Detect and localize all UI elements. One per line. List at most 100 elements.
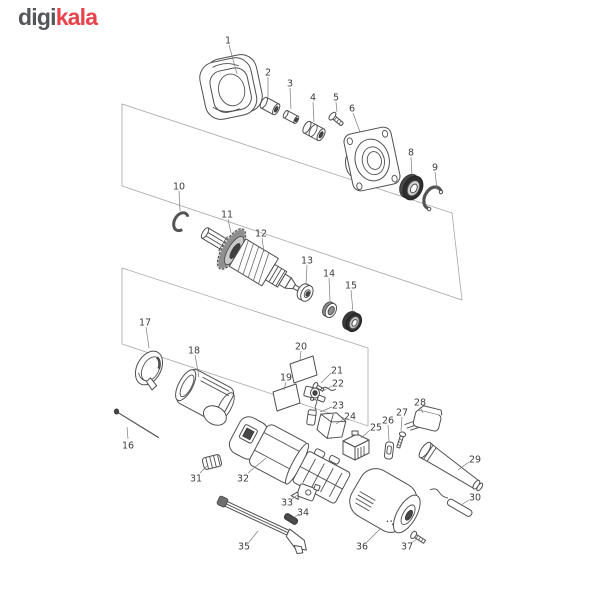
leader-line-22 bbox=[322, 385, 333, 392]
part-15-drawing bbox=[342, 311, 363, 333]
part-label-26: 26 bbox=[382, 416, 394, 427]
logo-digi: digi bbox=[18, 4, 56, 30]
part-label-30: 30 bbox=[469, 493, 481, 504]
leader-line-18 bbox=[194, 354, 200, 378]
part-11-12-drawing bbox=[200, 227, 300, 292]
leader-line-32 bbox=[247, 457, 267, 474]
leader-line-20 bbox=[299, 350, 302, 361]
leader-line-17 bbox=[145, 326, 150, 349]
leader-line-24 bbox=[335, 418, 345, 425]
leader-line-30 bbox=[460, 499, 470, 506]
part-label-1: 1 bbox=[225, 36, 231, 47]
frame-plane-top bbox=[121, 103, 463, 301]
part-24-drawing bbox=[316, 412, 347, 439]
part-23-drawing bbox=[306, 396, 318, 426]
part-1-drawing bbox=[199, 54, 263, 120]
part-35-drawing bbox=[216, 495, 307, 554]
part-label-2: 2 bbox=[265, 68, 271, 79]
part-label-34: 34 bbox=[297, 508, 309, 519]
part-label-18: 18 bbox=[188, 346, 200, 357]
leader-line-26 bbox=[387, 424, 390, 442]
leader-line-10 bbox=[178, 190, 181, 212]
part-label-8: 8 bbox=[408, 148, 414, 159]
leader-line-14 bbox=[328, 277, 331, 302]
part-2-drawing bbox=[259, 96, 281, 116]
part-33-drawing bbox=[290, 483, 321, 502]
frame-planes bbox=[121, 103, 463, 427]
leader-line-12 bbox=[261, 237, 265, 253]
frame-plane-bottom bbox=[121, 267, 369, 427]
part-label-36: 36 bbox=[356, 542, 368, 553]
part-label-10: 10 bbox=[173, 182, 185, 193]
part-label-17: 17 bbox=[139, 318, 151, 329]
part-21-drawing bbox=[312, 382, 325, 392]
part-label-11: 11 bbox=[221, 210, 233, 221]
part-18-drawing bbox=[175, 368, 235, 426]
part-16-drawing bbox=[113, 408, 160, 439]
part-label-6: 6 bbox=[349, 104, 355, 115]
part-31-drawing bbox=[201, 454, 223, 470]
part-label-16: 16 bbox=[122, 441, 134, 452]
leader-line-37 bbox=[410, 538, 418, 544]
part-label-4: 4 bbox=[310, 93, 316, 104]
leader-line-16 bbox=[126, 426, 129, 440]
part-label-13: 13 bbox=[301, 256, 313, 267]
part-26-drawing bbox=[383, 441, 395, 460]
part-label-33: 33 bbox=[281, 498, 293, 509]
part-9-drawing bbox=[422, 185, 444, 212]
leader-line-8 bbox=[410, 156, 413, 176]
part-37-drawing bbox=[410, 530, 427, 544]
leader-line-31 bbox=[199, 465, 208, 474]
part-label-28: 28 bbox=[414, 398, 426, 409]
part-label-25: 25 bbox=[370, 423, 382, 434]
part-label-32: 32 bbox=[237, 474, 249, 485]
part-13-drawing bbox=[296, 283, 314, 302]
part-10-drawing bbox=[172, 211, 190, 233]
leader-line-35 bbox=[248, 530, 259, 543]
part-label-19: 19 bbox=[280, 373, 292, 384]
part-label-21: 21 bbox=[331, 366, 343, 377]
leader-line-6 bbox=[352, 112, 361, 133]
part-8-drawing bbox=[399, 173, 424, 201]
part-34-drawing bbox=[283, 513, 299, 525]
part-19-drawing bbox=[272, 383, 301, 412]
part-label-12: 12 bbox=[255, 229, 267, 240]
logo-kala: kala bbox=[55, 4, 98, 30]
leader-line-1 bbox=[228, 44, 238, 75]
part-3-drawing bbox=[282, 110, 300, 124]
part-label-23: 23 bbox=[332, 401, 344, 412]
part-17-drawing bbox=[134, 350, 164, 391]
leader-line-29 bbox=[457, 461, 470, 471]
part-label-14: 14 bbox=[323, 269, 335, 280]
part-label-27: 27 bbox=[396, 408, 408, 419]
leader-line-36 bbox=[366, 528, 381, 543]
part-30-drawing bbox=[429, 488, 473, 517]
part-22-drawing bbox=[303, 385, 337, 403]
part-20-drawing bbox=[289, 355, 318, 384]
part-4-drawing bbox=[302, 120, 326, 142]
part-14-drawing bbox=[322, 301, 338, 319]
part-label-15: 15 bbox=[345, 281, 357, 292]
leader-line-28 bbox=[419, 406, 424, 414]
digikala-logo: digikala bbox=[18, 4, 98, 31]
part-28-drawing bbox=[404, 405, 443, 432]
part-label-3: 3 bbox=[287, 79, 293, 90]
leader-line-33 bbox=[291, 493, 300, 500]
leader-line-4 bbox=[312, 101, 315, 123]
part-25-drawing bbox=[342, 430, 370, 461]
leader-line-15 bbox=[350, 289, 354, 313]
leader-line-34 bbox=[294, 513, 300, 518]
leader-line-9 bbox=[434, 171, 438, 191]
part-label-35: 35 bbox=[238, 542, 250, 553]
part-36-drawing bbox=[349, 468, 421, 534]
part-29-drawing bbox=[418, 441, 484, 492]
leader-line-25 bbox=[360, 429, 371, 439]
leader-line-3 bbox=[289, 87, 292, 110]
leader-line-27 bbox=[400, 416, 403, 432]
part-label-31: 31 bbox=[190, 474, 202, 485]
part-label-22: 22 bbox=[332, 379, 344, 390]
part-27-drawing bbox=[396, 431, 407, 449]
part-label-20: 20 bbox=[295, 342, 307, 353]
